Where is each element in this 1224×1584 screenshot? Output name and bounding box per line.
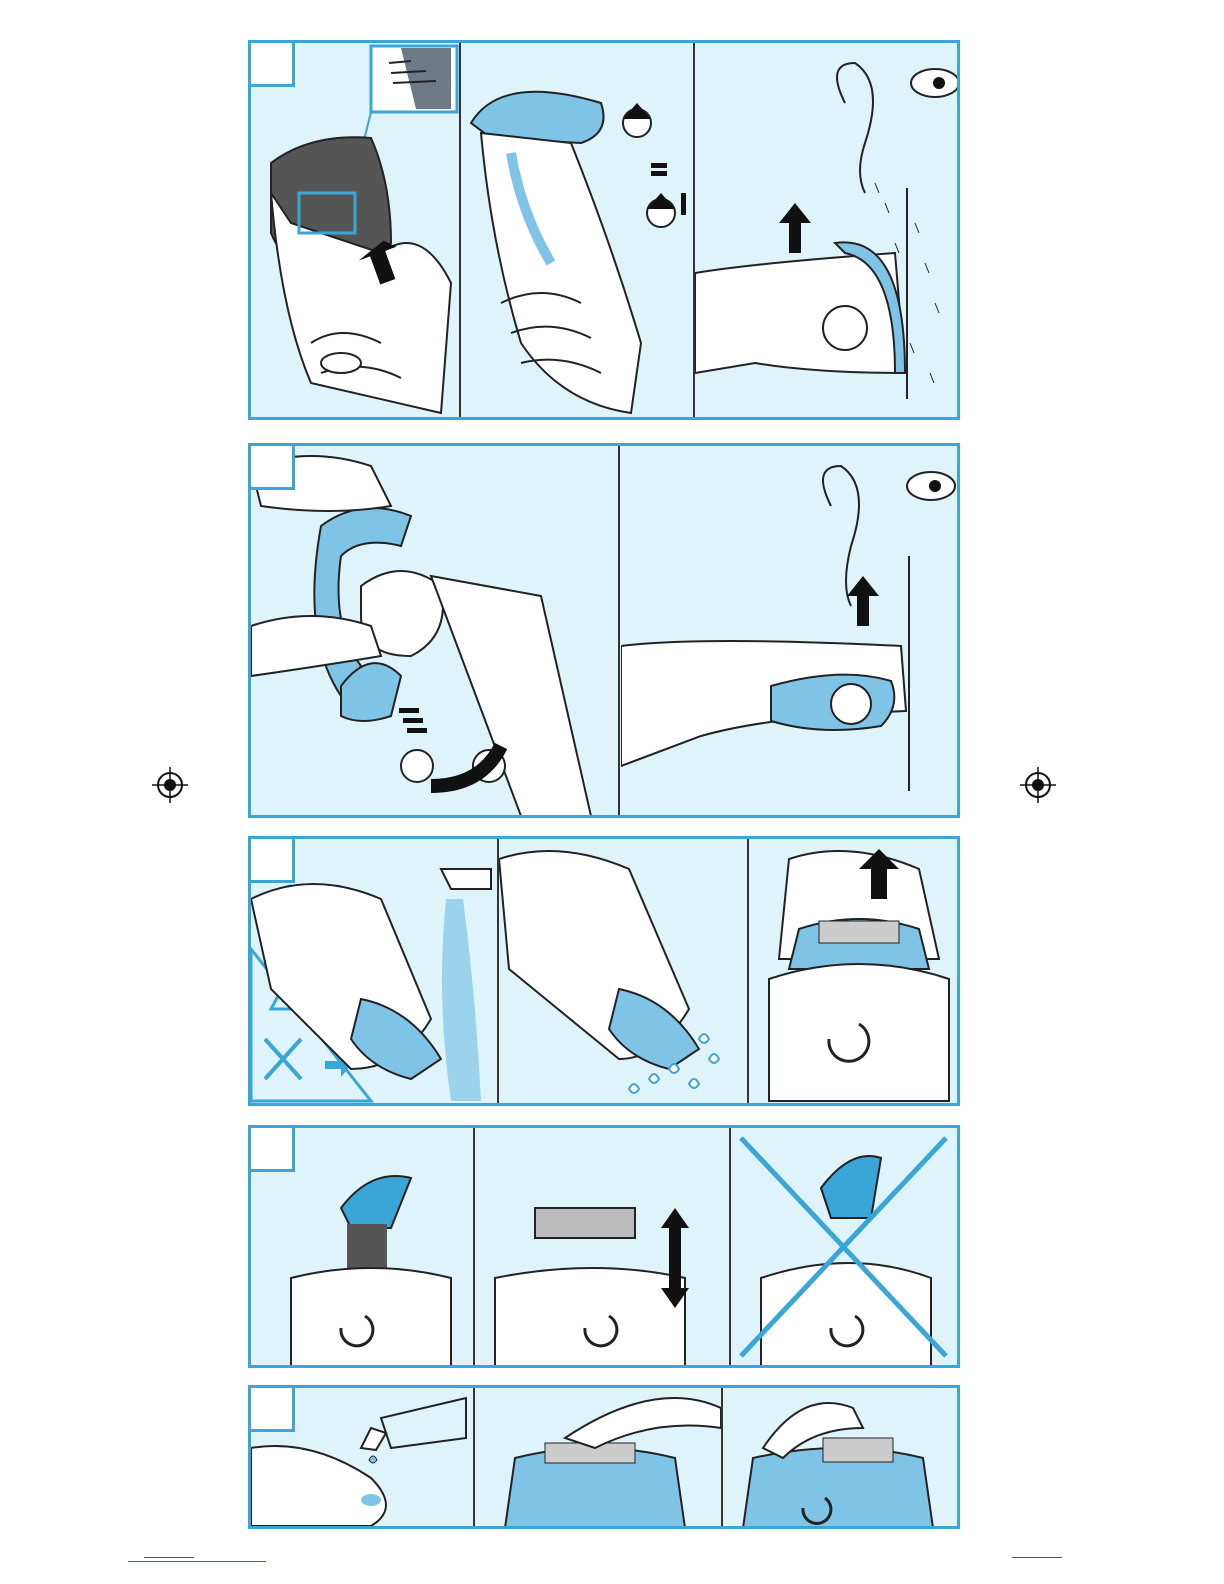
panel-spread-oil-illustration <box>475 1388 721 1529</box>
panel-divider <box>618 446 620 815</box>
step-number-box <box>251 446 295 490</box>
section-4-brush-clean <box>248 1125 960 1368</box>
panel-trim-sideburn-illustration <box>621 446 960 818</box>
step-number-box <box>251 839 295 883</box>
section-5-oil-foil <box>248 1385 960 1529</box>
panel-shake-dry-illustration <box>499 839 747 1106</box>
panel-oil-foil-illustration <box>723 1388 960 1529</box>
panel-tap-cutter-illustration <box>475 1128 729 1368</box>
panel-open-trimmer-illustration <box>251 446 617 818</box>
section-3-rinse-clean <box>248 836 960 1106</box>
registration-mark-right-icon <box>1020 767 1056 803</box>
footer-rule-right <box>1012 1557 1062 1558</box>
panel-comb-attach-illustration <box>461 43 693 420</box>
step-number-box <box>251 1128 295 1172</box>
section-2-sideburn-trimmer <box>248 443 960 818</box>
footer-rule-left <box>144 1557 194 1558</box>
panel-remove-foil-illustration <box>749 839 960 1106</box>
section-1-comb-adjust <box>248 40 960 420</box>
panel-trim-beard-illustration <box>695 43 960 420</box>
registration-mark-left-icon <box>152 767 188 803</box>
step-number-box <box>251 1388 295 1432</box>
footer-rule-link <box>128 1561 266 1562</box>
panel-do-not-brush-foil-illustration <box>731 1128 960 1368</box>
step-number-box <box>251 43 295 87</box>
panel-hold-shaver-illustration <box>251 43 459 420</box>
